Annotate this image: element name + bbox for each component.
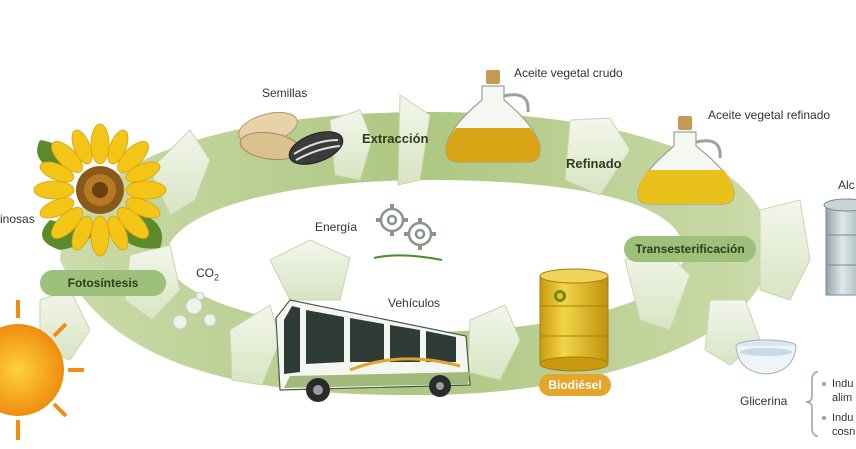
label-crude-oil: Aceite vegetal crudo — [514, 66, 623, 80]
pill-photosynthesis: Fotosíntesis — [40, 270, 166, 296]
pill-biodiesel: Biodiésel — [539, 374, 611, 396]
use-item-2-line1: Indu — [832, 412, 854, 424]
use-item-1-line2: alim — [832, 392, 853, 404]
label-extraction: Extracción — [362, 131, 429, 146]
alcohol-drum-icon — [823, 198, 856, 296]
gears-icon — [373, 204, 443, 261]
co2-base: CO — [196, 266, 214, 280]
bullet-marks — [822, 382, 826, 420]
refined-oil-jug-icon — [637, 116, 735, 205]
label-glycerin: Glicerina — [740, 394, 788, 408]
bus-icon — [275, 299, 471, 402]
crude-oil-jug-icon — [445, 70, 541, 163]
glycerin-bowl-icon — [735, 339, 797, 375]
label-refining: Refinado — [566, 156, 622, 171]
label-co2: CO2 — [196, 266, 219, 284]
bubbles-icon — [172, 291, 217, 330]
pill-biodiesel-label: Biodiésel — [548, 378, 602, 392]
label-alcohol-partial: Alc — [838, 178, 855, 192]
uses-brace — [805, 371, 819, 437]
pill-transesterification: Transesterificación — [624, 236, 756, 262]
use-item-1-line1: Indu — [832, 378, 854, 390]
sun-icon — [0, 300, 84, 440]
seeds-icon — [238, 111, 344, 165]
pill-photosynthesis-label: Fotosíntesis — [67, 276, 139, 290]
sunflower-icon — [33, 123, 167, 257]
label-oilseeds-partial: inosas — [0, 212, 35, 226]
use-item-2-line2: cosn — [832, 426, 856, 438]
label-seeds: Semillas — [262, 86, 308, 100]
label-vehicles: Vehículos — [388, 296, 441, 310]
barrel-icon — [539, 268, 609, 372]
label-refined-oil: Aceite vegetal refinado — [708, 108, 831, 122]
pill-transesterification-label: Transesterificación — [635, 242, 745, 256]
co2-subscript: 2 — [214, 272, 220, 283]
label-energy: Energía — [315, 220, 358, 234]
